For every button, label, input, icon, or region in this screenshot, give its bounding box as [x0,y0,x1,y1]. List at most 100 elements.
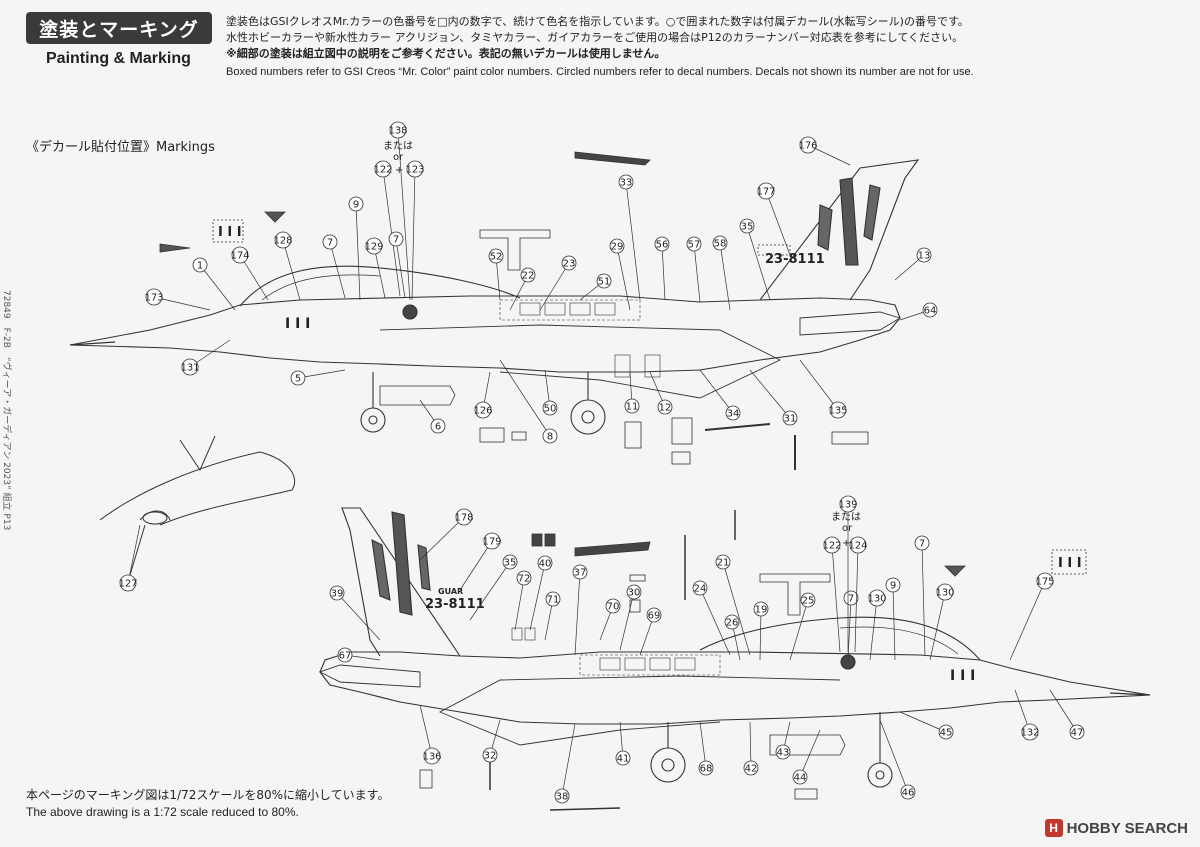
callout-leader-line [759,608,762,661]
decal-number-label: 29 [611,242,624,253]
callout-leader-line [693,243,701,303]
decal-number-circle [596,273,612,289]
decal-number-circle [1036,572,1054,590]
bottom-tail-code: 23-8111 [425,597,485,612]
callout-leader-line [297,369,346,379]
decal-number-label: 126 [473,406,492,417]
callout-leader-line [847,597,852,661]
decal-number-label: 136 [422,752,441,763]
callout-leader-line [239,254,269,301]
decal-number-label: 51 [598,277,611,288]
callout-leader-line [722,561,751,656]
decal-number-label: 9 [890,581,896,592]
decal-number-circle [938,724,954,740]
callout-leader-line [831,544,841,653]
decal-number-label: 122 [822,541,841,552]
decal-number-label: 40 [539,559,552,570]
callout-leader-line [625,181,641,301]
decal-number-label: 6 [435,422,441,433]
section-title-english: Painting & Marking [46,50,191,67]
decal-number-circle [885,577,901,593]
decal-number-circle [624,398,640,414]
decal-number-circle [520,267,536,283]
decal-number-label: 38 [556,792,569,803]
decal-number-label: 130 [935,588,954,599]
decal-number-circle [389,121,407,139]
decal-number-label: 25 [802,596,815,607]
callout-leader-line [799,729,821,778]
callout-leader-line [879,719,909,793]
svg-text:I I I: I I I [218,225,242,240]
decal-number-label: 68 [700,764,713,775]
or-en-bottom: or [842,523,853,534]
decal-number-label: 35 [504,558,517,569]
decal-number-label: 35 [741,222,754,233]
decal-number-circle [757,182,775,200]
decal-number-label: 7 [919,539,925,550]
callout-leader-line [1009,580,1046,661]
decal-number-label: 122 [373,165,392,176]
decal-number-circle [554,788,570,804]
callout-leader-line [336,592,381,641]
callout-leader-line [153,296,211,311]
or-group-top: または or + [383,140,413,176]
bottom-loose-decals: I I I [419,510,1087,811]
callout-leader-line [619,591,635,651]
bottom-tail-marking: GUAR [438,587,463,596]
decal-number-circle [322,234,338,250]
decal-number-circle [654,236,670,252]
callout-leader-line [616,245,631,311]
plus-bottom: + [842,538,850,549]
decal-number-label: 39 [331,589,344,600]
decal-number-circle [715,554,731,570]
decal-number-label: 127 [118,579,137,590]
callout-leader-line [854,544,859,653]
callout-leader-line [539,262,570,311]
decal-number-circle [374,160,392,178]
decal-number-label: 30 [628,588,641,599]
decal-number-circle [1021,723,1039,741]
scale-note-jp: 本ページのマーキング図は1/72スケールを80%に縮小しています。 [26,788,390,802]
decal-number-circle [646,607,662,623]
decal-number-circle [775,744,791,760]
callout-leader-line [459,540,493,591]
decal-number-circle [483,532,501,550]
callout-leader-line [282,239,301,301]
instruction-line-1: 塗装色はGSIクレオスMr.カラーの色番号を□内の数字で、続けて色名を指示してい… [226,15,969,28]
decal-number-circle [455,508,473,526]
or-group-bottom: または or + [831,511,861,549]
or-jp-bottom: または [831,511,861,523]
decal-number-label: 45 [940,728,953,739]
decal-number-circle [406,160,424,178]
callout-leader-line [397,129,411,301]
decal-number-label: 179 [482,537,501,548]
svg-text:I I I: I I I [950,668,975,684]
callout-leader-line [329,241,346,299]
decal-number-circle [725,405,741,421]
instructions: 塗装色はGSIクレオスMr.カラーの色番号を□内の数字で、続けて色名を指示してい… [226,14,1016,80]
decal-number-circle [605,598,621,614]
decal-number-label: 9 [353,200,359,211]
or-en-top: or [393,152,404,163]
decal-number-label: 123 [405,165,424,176]
decal-number-circle [119,574,137,592]
decal-number-label: 72 [518,574,531,585]
decal-number-circle [337,647,353,663]
callout-leader-line [514,577,525,631]
decal-number-circle [181,358,199,376]
decal-number-label: 19 [755,605,768,616]
decal-number-circle [618,174,634,190]
decal-number-label: 7 [327,238,333,249]
decal-number-label: 58 [714,239,727,250]
decal-number-label: 52 [490,252,503,263]
top-loose-decals: I I I [159,151,869,470]
bottom-aircraft: 23-8111 GUAR I I I [318,507,1151,788]
callout-leader-line [746,225,771,301]
decal-number-circle [839,495,857,513]
decal-number-label: 69 [648,611,661,622]
callout-leader-line [699,587,731,656]
callout-leader-line [789,599,809,661]
decal-number-label: 138 [388,126,407,137]
callout-leader-line [419,516,465,561]
